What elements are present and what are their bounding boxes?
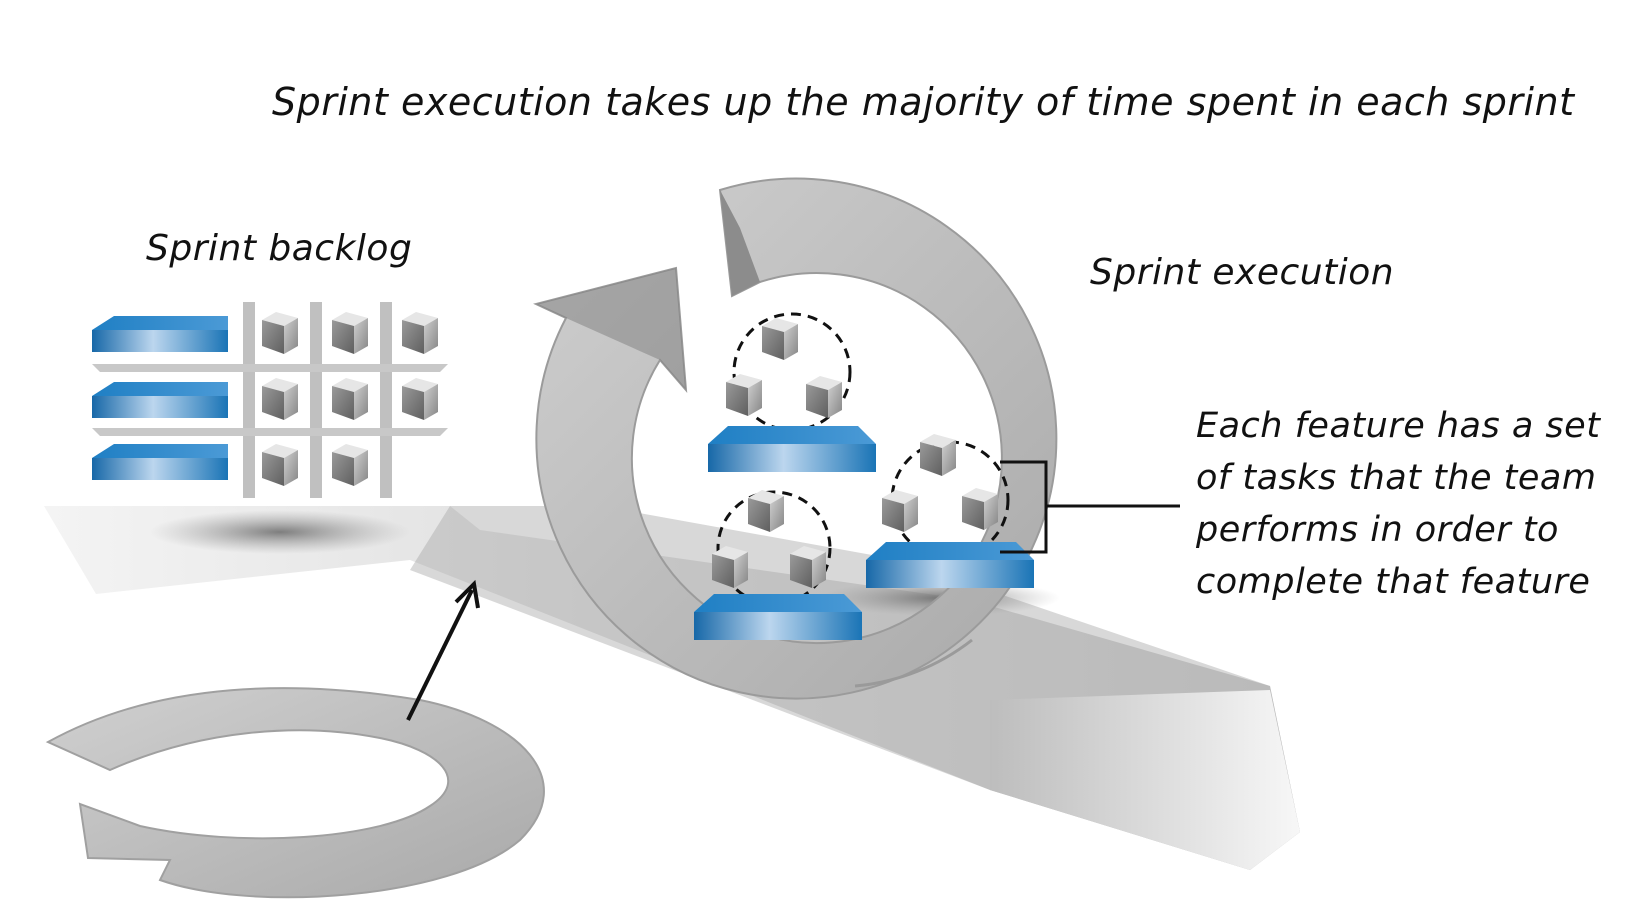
task-cube	[262, 444, 298, 486]
task-cube	[712, 546, 748, 588]
feature-group-2	[694, 490, 862, 640]
pointer-arrow	[406, 579, 480, 721]
task-cube	[790, 546, 826, 588]
task-cube	[882, 490, 918, 532]
task-cube	[332, 378, 368, 420]
task-cube	[920, 434, 956, 476]
sprint-backlog-grid	[92, 302, 448, 498]
task-cube	[962, 488, 998, 530]
task-cube	[762, 318, 798, 360]
callout-line: complete that feature	[1196, 562, 1591, 602]
callout-line: performs in order to	[1196, 510, 1559, 550]
callout-line: Each feature has a set	[1196, 406, 1601, 446]
task-cube	[726, 374, 762, 416]
feature-slab	[708, 426, 876, 472]
task-cube	[262, 378, 298, 420]
callout-bracket	[1000, 460, 1180, 554]
sprint-execution-ring	[533, 177, 1058, 700]
task-cube	[402, 378, 438, 420]
task-cube	[806, 376, 842, 418]
callout-line: of tasks that the team	[1196, 458, 1597, 498]
sprint-execution-label: Sprint execution	[1090, 252, 1395, 293]
task-cube	[748, 490, 784, 532]
feature-group-3	[866, 434, 1034, 588]
small-cycle-arrow	[45, 687, 545, 899]
task-cube	[262, 312, 298, 354]
diagram-title: Sprint execution takes up the majority o…	[272, 80, 1575, 124]
feature-group-1	[708, 312, 876, 472]
task-cube	[332, 312, 368, 354]
feature-slab	[92, 382, 228, 418]
task-cube	[402, 312, 438, 354]
task-cube	[332, 444, 368, 486]
feature-slab	[866, 542, 1034, 588]
feature-callout: Each feature has a set of tasks that the…	[1196, 400, 1600, 608]
feature-slab	[92, 444, 228, 480]
timeline-band	[44, 506, 1300, 870]
feature-slab	[694, 594, 862, 640]
feature-slab	[92, 316, 228, 352]
sprint-backlog-label: Sprint backlog	[146, 228, 413, 269]
